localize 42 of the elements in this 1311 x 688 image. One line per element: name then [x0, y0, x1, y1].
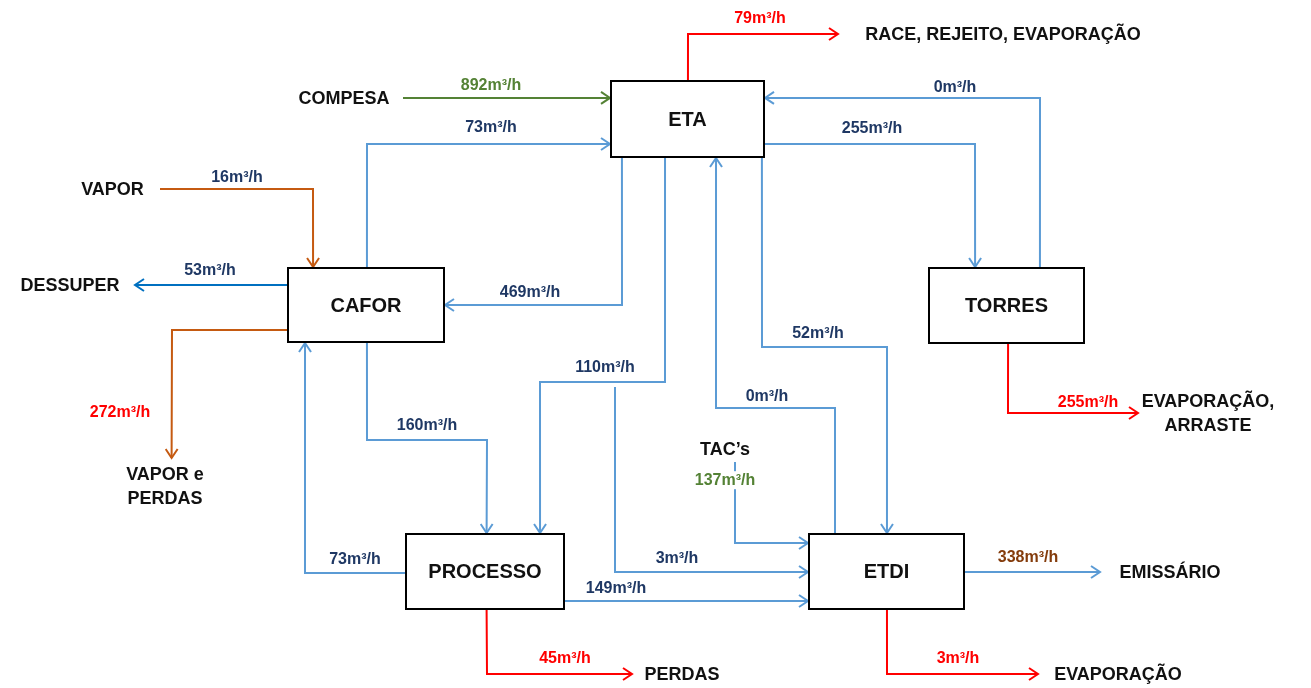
- endpoint-label: PERDAS: [632, 662, 732, 686]
- flow-arrow: [686, 27, 839, 81]
- endpoint-label: VAPOR: [65, 176, 160, 202]
- flow-arrow: [760, 157, 894, 534]
- flow-arrow: [164, 329, 288, 459]
- flow-arrow: [709, 157, 836, 534]
- flow-arrow: [533, 157, 667, 534]
- flow-arrow: [764, 142, 983, 268]
- flow-arrow: [885, 609, 1039, 681]
- flow-arrow: [564, 594, 809, 608]
- endpoint-label: VAPOR e PERDAS: [110, 458, 220, 514]
- flow-arrow: [159, 188, 321, 268]
- endpoint-label: RACE, REJEITO, EVAPORAÇÃO: [838, 21, 1168, 47]
- process-name: TORRES: [965, 294, 1048, 317]
- flow-arrow: [365, 342, 494, 534]
- flow-arrow: [964, 565, 1101, 579]
- process-name: PROCESSO: [428, 560, 542, 583]
- process-name: ETDI: [863, 560, 910, 583]
- process-box: [610, 80, 765, 158]
- endpoint-label: EMISSÁRIO: [1100, 559, 1240, 585]
- process-box: [405, 533, 565, 610]
- endpoint-label: EVAPORAÇÃO: [1038, 662, 1198, 686]
- flow-arrow: [298, 342, 406, 575]
- process-box: [808, 533, 965, 610]
- edge-label: 137m³/h: [693, 471, 757, 489]
- endpoint-label: EVAPORAÇÃO, ARRASTE: [1138, 386, 1278, 440]
- flow-arrow: [1007, 343, 1139, 420]
- flow-arrow: [485, 609, 633, 681]
- flow-arrow: [764, 90, 1041, 268]
- endpoint-label: DESSUPER: [5, 272, 135, 298]
- flow-arrow: [444, 157, 623, 312]
- endpoint-label: TAC’s: [690, 436, 760, 462]
- endpoint-label: COMPESA: [285, 85, 403, 111]
- process-name: CAFOR: [330, 293, 402, 317]
- flow-arrow: [402, 90, 611, 105]
- process-box: [287, 267, 445, 343]
- process-name: ETA: [668, 107, 707, 131]
- flow-arrow: [134, 278, 288, 292]
- flow-arrow: [614, 386, 809, 579]
- flow-arrow: [734, 461, 809, 550]
- flow-arrow: [365, 136, 611, 268]
- process-box: [928, 267, 1085, 344]
